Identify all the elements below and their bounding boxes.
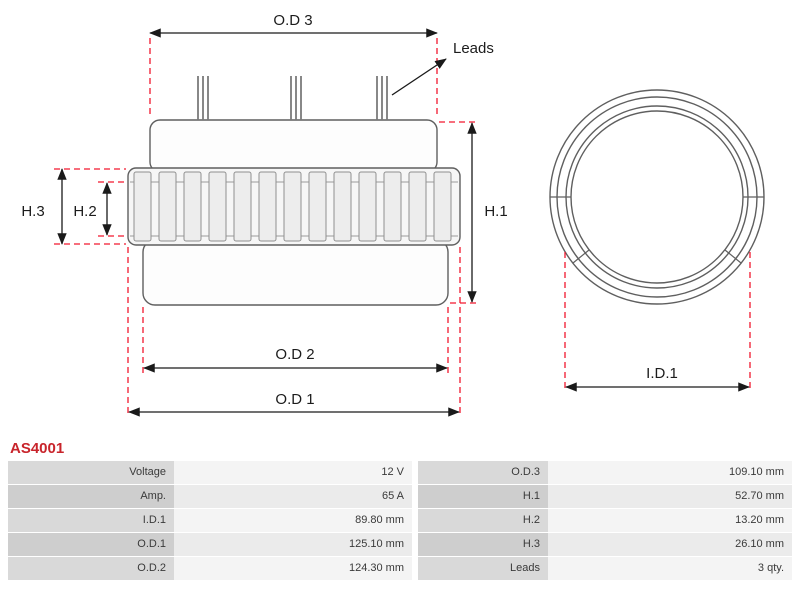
stator-front-view bbox=[549, 89, 765, 305]
spec-label: H.3 bbox=[418, 533, 548, 556]
upper-housing bbox=[149, 119, 438, 173]
spec-label: O.D.2 bbox=[8, 557, 174, 580]
stator-drawing-svg: O.D 3 Leads H.3 H.2 H.1 O.D 2 O.D 1 I.D.… bbox=[21, 12, 765, 417]
spec-label: Leads bbox=[418, 557, 548, 580]
dimension-labels: O.D 3 Leads H.3 H.2 H.1 O.D 2 O.D 1 I.D.… bbox=[21, 12, 678, 408]
table-column-gap bbox=[412, 461, 418, 484]
dim-label-od1: O.D 1 bbox=[275, 391, 314, 408]
spec-value: 89.80 mm bbox=[174, 509, 412, 532]
product-code: AS4001 bbox=[10, 440, 65, 457]
spec-value: 109.10 mm bbox=[548, 461, 792, 484]
table-column-gap bbox=[412, 485, 418, 508]
dim-label-leads: Leads bbox=[453, 40, 494, 57]
spec-value: 52.70 mm bbox=[548, 485, 792, 508]
table-row: O.D.2 124.30 mm Leads 3 qty. bbox=[8, 557, 792, 580]
dim-label-h3: H.3 bbox=[21, 203, 44, 220]
dim-label-od2: O.D 2 bbox=[275, 346, 314, 363]
spec-value: 65 A bbox=[174, 485, 412, 508]
spec-label: H.1 bbox=[418, 485, 548, 508]
spec-label: O.D.3 bbox=[418, 461, 548, 484]
lower-housing bbox=[142, 239, 449, 306]
spec-value: 124.30 mm bbox=[174, 557, 412, 580]
spec-value: 13.20 mm bbox=[548, 509, 792, 532]
dim-label-h1: H.1 bbox=[484, 203, 507, 220]
table-column-gap bbox=[412, 509, 418, 532]
dim-label-od3: O.D 3 bbox=[273, 12, 312, 29]
table-column-gap bbox=[412, 533, 418, 556]
spec-value: 3 qty. bbox=[548, 557, 792, 580]
spec-label: Amp. bbox=[8, 485, 174, 508]
spec-label: H.2 bbox=[418, 509, 548, 532]
spec-value: 125.10 mm bbox=[174, 533, 412, 556]
dim-label-h2: H.2 bbox=[73, 203, 96, 220]
outer-ring bbox=[549, 89, 765, 305]
leads-leader-line bbox=[391, 58, 447, 96]
table-row: I.D.1 89.80 mm H.2 13.20 mm bbox=[8, 509, 792, 532]
lead-wires bbox=[197, 76, 388, 120]
stator-core-teeth bbox=[133, 171, 452, 242]
spec-value: 12 V bbox=[174, 461, 412, 484]
stator-side-view bbox=[127, 76, 461, 306]
spec-label: Voltage bbox=[8, 461, 174, 484]
table-column-gap bbox=[412, 557, 418, 580]
spec-label: I.D.1 bbox=[8, 509, 174, 532]
spec-table: Voltage 12 V O.D.3 109.10 mm Amp. 65 A H… bbox=[8, 461, 792, 580]
spec-value: 26.10 mm bbox=[548, 533, 792, 556]
table-row: O.D.1 125.10 mm H.3 26.10 mm bbox=[8, 533, 792, 556]
dimension-lines bbox=[57, 28, 750, 417]
ring-notches bbox=[550, 196, 764, 264]
table-row: Amp. 65 A H.1 52.70 mm bbox=[8, 485, 792, 508]
table-row: Voltage 12 V O.D.3 109.10 mm bbox=[8, 461, 792, 484]
dim-label-id1: I.D.1 bbox=[646, 365, 678, 382]
spec-label: O.D.1 bbox=[8, 533, 174, 556]
stator-technical-drawing: O.D 3 Leads H.3 H.2 H.1 O.D 2 O.D 1 I.D.… bbox=[21, 12, 765, 417]
